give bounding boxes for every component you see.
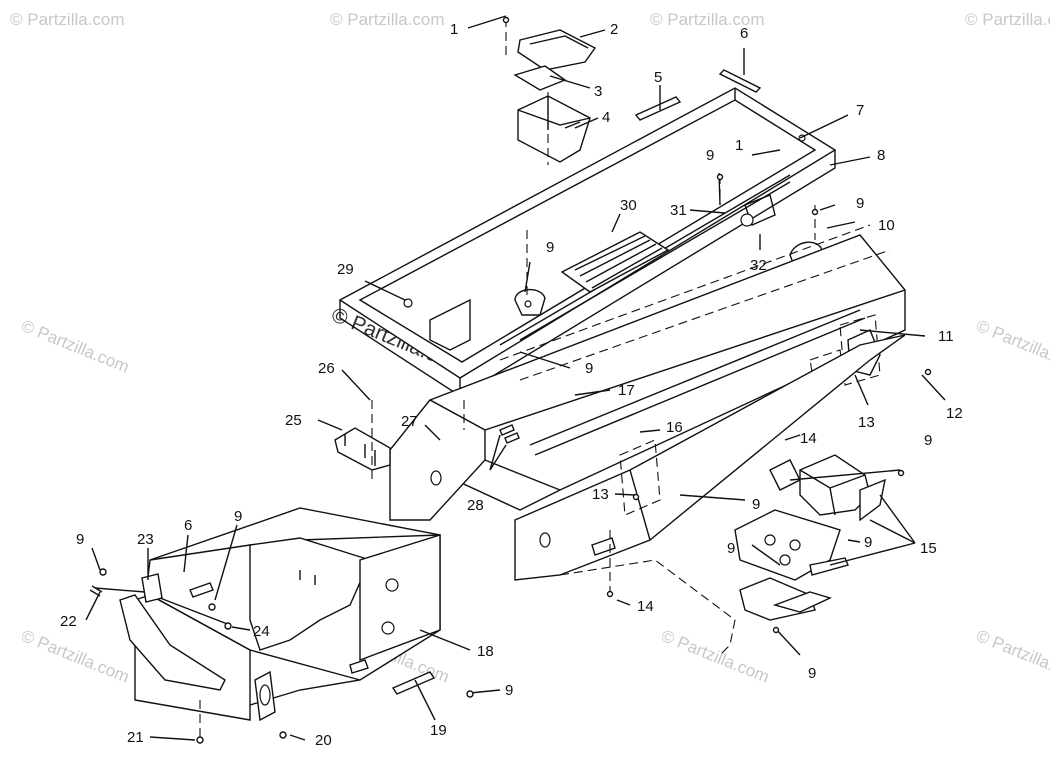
callout-6: 6 xyxy=(740,25,748,42)
callout-19: 19 xyxy=(430,722,447,739)
callout-18: 18 xyxy=(477,643,494,660)
tread-plate xyxy=(560,231,670,293)
pad-assembly xyxy=(513,29,597,163)
pedal-assembly xyxy=(94,573,231,626)
callout-11: 11 xyxy=(938,328,954,345)
callout-17: 17 xyxy=(618,382,635,399)
callout-10: 10 xyxy=(878,217,895,234)
callout-9: 9 xyxy=(808,665,816,682)
watermark-text: © Partzilla.com xyxy=(10,10,125,29)
callout-2: 2 xyxy=(610,21,618,38)
callout-labels: 1 2 3 4 5 6 7 8 1 9 30 31 9 10 9 32 29 1… xyxy=(60,21,963,749)
callout-23: 23 xyxy=(137,531,154,548)
callout-8: 8 xyxy=(877,147,885,164)
right-brackets xyxy=(734,454,886,621)
mount-bracket xyxy=(334,427,391,471)
callout-26: 26 xyxy=(318,360,335,377)
callout-28: 28 xyxy=(467,497,484,514)
callout-16: 16 xyxy=(666,419,683,436)
callout-15: 15 xyxy=(920,540,937,557)
callout-25: 25 xyxy=(285,412,302,429)
watermark-text: © Partzilla.com xyxy=(974,626,1050,687)
callout-32: 32 xyxy=(750,257,767,274)
callout-27: 27 xyxy=(401,413,418,430)
watermark-text: © Partzilla.com xyxy=(974,316,1050,377)
callout-4: 4 xyxy=(602,109,610,126)
lower-box xyxy=(119,507,441,722)
callout-9: 9 xyxy=(752,496,760,513)
bottom-bracket xyxy=(391,671,436,695)
callout-9: 9 xyxy=(727,540,735,557)
callout-3: 3 xyxy=(594,83,602,100)
callout-31: 31 xyxy=(670,202,687,219)
callout-9: 9 xyxy=(234,508,242,525)
storage-tray xyxy=(338,87,837,398)
watermark-text: © Partzilla.com xyxy=(650,10,765,29)
callout-7: 7 xyxy=(856,102,864,119)
callout-14: 14 xyxy=(800,430,817,447)
watermark-text: © Partzilla.com xyxy=(965,10,1050,29)
chassis-body xyxy=(388,224,906,521)
callout-9: 9 xyxy=(76,531,84,548)
callout-14: 14 xyxy=(637,598,654,615)
callout-9: 9 xyxy=(585,360,593,377)
callout-9: 9 xyxy=(505,682,513,699)
callout-5: 5 xyxy=(654,69,662,86)
watermark-text: © Partzilla.com xyxy=(659,626,772,687)
trim-strips xyxy=(634,69,762,121)
callout-9: 9 xyxy=(706,147,714,164)
callout-9: 9 xyxy=(546,239,554,256)
watermark-text: © Partzilla.com xyxy=(330,10,445,29)
callout-20: 20 xyxy=(315,732,332,749)
callout-22: 22 xyxy=(60,613,77,630)
callout-9: 9 xyxy=(924,432,932,449)
callout-21: 21 xyxy=(127,729,144,746)
leader-lines xyxy=(85,15,946,741)
fasteners xyxy=(89,16,932,744)
callout-29: 29 xyxy=(337,261,354,278)
callout-9: 9 xyxy=(864,534,872,551)
callout-13: 13 xyxy=(858,414,875,431)
callout-1: 1 xyxy=(735,137,743,154)
tray-knob xyxy=(514,288,546,316)
callout-1: 1 xyxy=(450,21,458,38)
callout-30: 30 xyxy=(620,197,637,214)
callout-12: 12 xyxy=(946,405,963,422)
watermark-text: © Partzilla.com xyxy=(19,626,132,687)
callout-13: 13 xyxy=(592,486,609,503)
callout-9: 9 xyxy=(856,195,864,212)
callout-24: 24 xyxy=(253,623,270,640)
watermark-text: © Partzilla.com xyxy=(19,316,132,377)
callout-6: 6 xyxy=(184,517,192,534)
